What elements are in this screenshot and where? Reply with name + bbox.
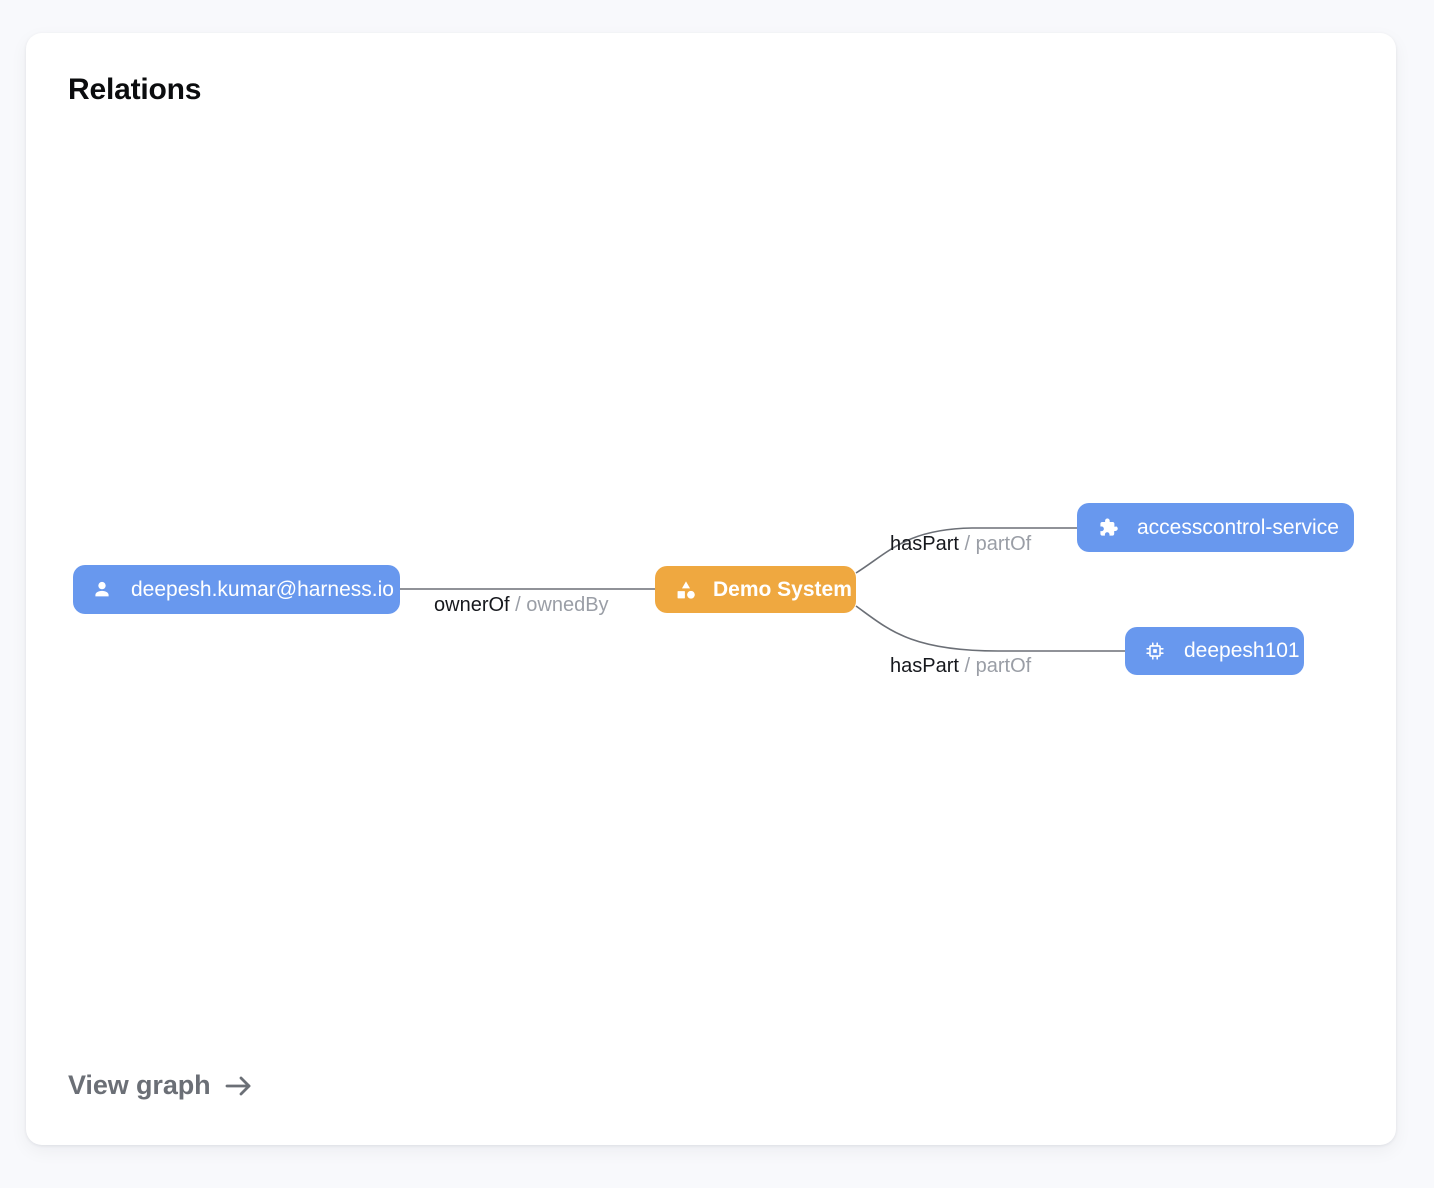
edge-path-part-2	[855, 605, 1125, 652]
graph-node-service[interactable]: accesscontrol-service	[1077, 503, 1354, 552]
graph-node-label: accesscontrol-service	[1137, 515, 1339, 539]
edge-label-forward: ownerOf	[434, 594, 510, 616]
edge-label-forward: hasPart	[890, 655, 959, 677]
graph-node-user[interactable]: deepesh.kumar@harness.io	[73, 565, 400, 614]
edge-label-forward: hasPart	[890, 533, 959, 555]
view-graph-link[interactable]: View graph	[68, 1070, 255, 1101]
graph-node-label: deepesh101	[1184, 639, 1300, 662]
edge-label-part-1: hasPart / partOf	[890, 533, 1031, 556]
memory-chip-icon	[1144, 640, 1166, 662]
edge-label-owner: ownerOf / ownedBy	[434, 594, 609, 617]
edge-label-reverse: partOf	[975, 655, 1032, 677]
relations-card: Relations deepesh.kumar@harness.io	[26, 33, 1396, 1145]
edge-label-separator: /	[964, 655, 971, 677]
edge-label-reverse: ownedBy	[526, 594, 609, 616]
puzzle-piece-icon	[1096, 516, 1119, 539]
graph-node-system[interactable]: Demo System	[655, 566, 856, 613]
graph-node-resource[interactable]: deepesh101	[1125, 627, 1304, 675]
edge-label-separator: /	[515, 594, 521, 616]
graph-node-label: deepesh.kumar@harness.io	[131, 577, 394, 601]
edge-label-separator: /	[964, 533, 971, 555]
person-icon	[91, 579, 113, 601]
edge-label-reverse: partOf	[975, 533, 1032, 555]
edge-label-part-2: hasPart / partOf	[890, 655, 1031, 678]
graph-node-label: Demo System	[713, 577, 852, 601]
page-title: Relations	[68, 73, 202, 106]
category-shapes-icon	[675, 579, 697, 601]
arrow-right-icon	[223, 1072, 255, 1100]
view-graph-label: View graph	[68, 1070, 211, 1100]
relations-graph: deepesh.kumar@harness.io Demo System acc…	[26, 33, 1396, 1145]
